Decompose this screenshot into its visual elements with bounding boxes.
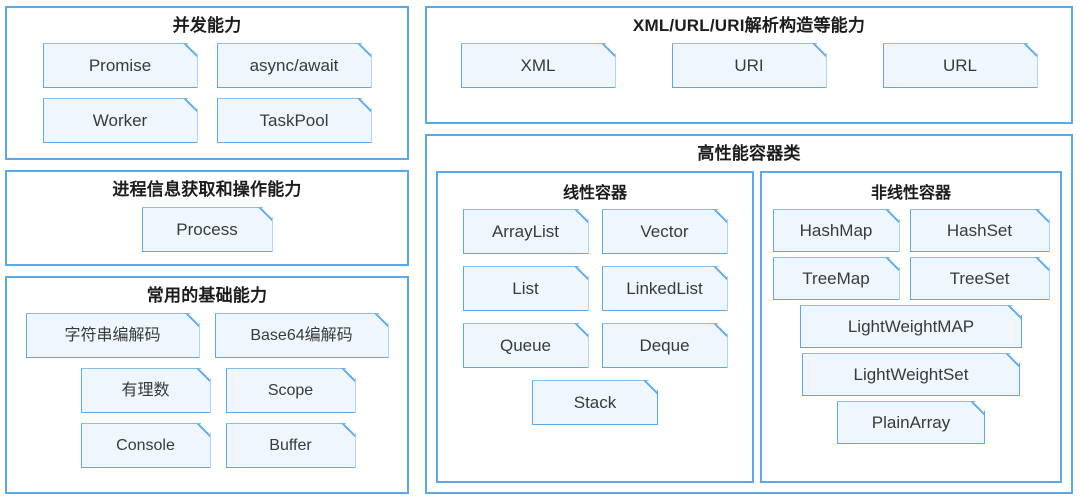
chip-row: List LinkedList	[463, 266, 728, 311]
chip-row: HashMap HashSet	[773, 209, 1050, 252]
chip-url[interactable]: URL	[883, 43, 1038, 88]
chip-taskpool[interactable]: TaskPool	[217, 98, 372, 143]
chip-rational-number[interactable]: 有理数	[81, 368, 211, 413]
chip-row: 字符串编解码 Base64编解码	[26, 313, 389, 358]
chip-console[interactable]: Console	[81, 423, 211, 468]
chip-promise[interactable]: Promise	[43, 43, 198, 88]
panel-high-performance-containers: 高性能容器类 线性容器 ArrayList Vector List Linked…	[425, 134, 1073, 494]
panel-title-process-info: 进程信息获取和操作能力	[112, 180, 302, 199]
chip-row: Promise async/await	[43, 43, 372, 88]
panel-title-basic-capabilities: 常用的基础能力	[146, 286, 268, 305]
panel-process-info: 进程信息获取和操作能力 Process	[5, 170, 409, 266]
chip-deque[interactable]: Deque	[602, 323, 728, 368]
chip-treemap[interactable]: TreeMap	[773, 257, 900, 300]
chip-arraylist[interactable]: ArrayList	[463, 209, 589, 254]
chip-uri[interactable]: URI	[672, 43, 827, 88]
chip-linkedlist[interactable]: LinkedList	[602, 266, 728, 311]
chip-list[interactable]: List	[463, 266, 589, 311]
chip-row: Process	[142, 207, 273, 252]
chip-row: LightWeightMAP	[772, 305, 1050, 348]
panel-title-high-performance-containers: 高性能容器类	[697, 144, 801, 163]
chip-base64-codec[interactable]: Base64编解码	[215, 313, 389, 358]
chip-row: ArrayList Vector	[463, 209, 728, 254]
subpanel-nonlinear-containers: 非线性容器 HashMap HashSet TreeMap TreeSet Li…	[760, 171, 1062, 483]
chip-row: PlainArray	[772, 401, 1050, 444]
panel-basic-capabilities: 常用的基础能力 字符串编解码 Base64编解码 有理数 Scope Conso…	[5, 276, 409, 494]
chip-string-codec[interactable]: 字符串编解码	[26, 313, 200, 358]
chip-row: LightWeightSet	[772, 353, 1050, 396]
subpanel-title-nonlinear-containers: 非线性容器	[870, 185, 951, 203]
chip-lightweightset[interactable]: LightWeightSet	[802, 353, 1020, 396]
chip-vector[interactable]: Vector	[602, 209, 728, 254]
right-column: XML/URL/URI解析构造等能力 XML URI URL 高性能容器类 线性…	[425, 6, 1073, 494]
subpanel-title-linear-containers: 线性容器	[562, 185, 627, 203]
chip-row: TreeMap TreeSet	[773, 257, 1050, 300]
left-column: 并发能力 Promise async/await Worker TaskPool…	[5, 6, 409, 494]
subpanel-linear-containers: 线性容器 ArrayList Vector List LinkedList Qu…	[436, 171, 754, 483]
panel-xml-url-uri: XML/URL/URI解析构造等能力 XML URI URL	[425, 6, 1073, 124]
chip-async-await[interactable]: async/await	[217, 43, 372, 88]
chip-row: XML URI URL	[461, 43, 1038, 88]
chip-row: Console Buffer	[59, 423, 356, 468]
panel-concurrency: 并发能力 Promise async/await Worker TaskPool	[5, 6, 409, 160]
chip-lightweightmap[interactable]: LightWeightMAP	[800, 305, 1022, 348]
chip-stack[interactable]: Stack	[532, 380, 658, 425]
chip-row: Worker TaskPool	[43, 98, 372, 143]
chip-buffer[interactable]: Buffer	[226, 423, 356, 468]
chip-plainarray[interactable]: PlainArray	[837, 401, 985, 444]
panel-title-xml-url-uri: XML/URL/URI解析构造等能力	[632, 16, 866, 35]
chip-queue[interactable]: Queue	[463, 323, 589, 368]
chip-row: 有理数 Scope	[59, 368, 356, 413]
chip-xml[interactable]: XML	[461, 43, 616, 88]
container-subpanels: 线性容器 ArrayList Vector List LinkedList Qu…	[436, 171, 1062, 483]
chip-worker[interactable]: Worker	[43, 98, 198, 143]
chip-row: Queue Deque	[463, 323, 728, 368]
chip-treeset[interactable]: TreeSet	[910, 257, 1050, 300]
chip-scope[interactable]: Scope	[226, 368, 356, 413]
chip-row: Stack	[532, 380, 658, 425]
panel-title-concurrency: 并发能力	[172, 16, 242, 35]
chip-process[interactable]: Process	[142, 207, 273, 252]
chip-hashset[interactable]: HashSet	[910, 209, 1050, 252]
chip-hashmap[interactable]: HashMap	[773, 209, 900, 252]
